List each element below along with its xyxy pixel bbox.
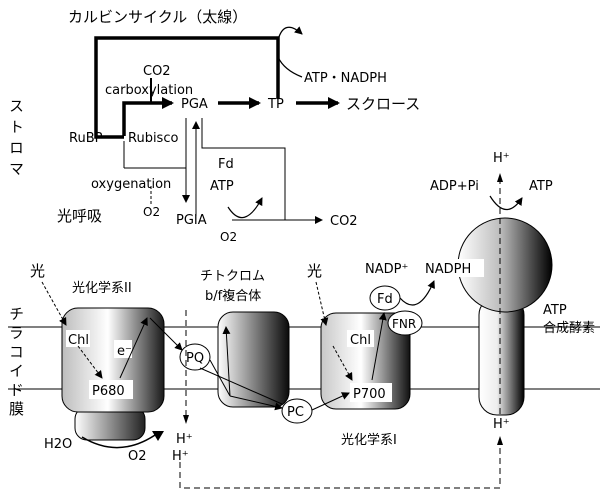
thylakoid-label: チラコイド膜 <box>7 306 25 420</box>
photorespiration-label: 光呼吸 <box>57 207 102 225</box>
atp-production-curve <box>490 196 522 210</box>
cytochrome-label-2: b/f複合体 <box>205 288 261 304</box>
tp-label: TP <box>267 97 284 112</box>
chl-right-label: Chl <box>350 333 371 348</box>
pgia-o2-label: O2 <box>220 230 237 244</box>
light-arrow-right <box>316 282 326 325</box>
atp-synthase-stalk <box>479 297 524 415</box>
h-plus-b-label: H⁺ <box>172 449 189 464</box>
e-minus-label: e⁻ <box>117 344 132 359</box>
h-plus-bottom-label: H⁺ <box>493 417 510 432</box>
atp-nadph-label: ATP・NADPH <box>304 71 387 86</box>
pgia-label: PGIA <box>176 213 207 228</box>
pq-label: PQ <box>186 351 204 366</box>
oxy-o2-label: O2 <box>143 205 160 219</box>
co2-right-label: CO2 <box>330 214 358 229</box>
atp-synthase-label-2: 合成酵素 <box>543 321 595 336</box>
p700-label: P700 <box>353 387 386 402</box>
calvin-atp-label: ATP <box>210 179 234 194</box>
carboxylation-label: carboxylation <box>105 83 193 98</box>
light-left-label: 光 <box>30 262 45 280</box>
pga-label: PGA <box>181 97 208 112</box>
adp-pi-label: ADP+Pi <box>430 179 479 194</box>
calvin-fd-label: Fd <box>218 157 234 172</box>
nadp-plus-label: NADP⁺ <box>365 262 408 277</box>
rubisco-label: Rubisco <box>128 131 178 146</box>
proton-return-arrowhead <box>497 436 503 445</box>
fd-label: Fd <box>377 292 393 307</box>
h-plus-top-label: H⁺ <box>493 151 510 166</box>
stroma-label: ストロマ <box>7 98 25 182</box>
co2-top-label: CO2 <box>143 64 171 79</box>
rubp-label: RuBP <box>69 131 103 146</box>
h2o-label: H2O <box>44 437 72 452</box>
ps2-label: 光化学系II <box>72 280 132 296</box>
oxygenation-label: oxygenation <box>91 177 171 192</box>
ps1-label: 光化学系I <box>341 432 397 448</box>
nadph-curve <box>400 281 434 305</box>
cytochrome-label-1: チトクロム <box>200 269 265 284</box>
p680-label: P680 <box>92 384 125 399</box>
atp-nadph-in-arrow <box>278 57 302 77</box>
sucrose-label: スクロース <box>346 95 420 113</box>
pga-return-line <box>202 118 285 220</box>
nadph-label: NADPH <box>425 262 471 277</box>
atp-nadph-out-arrow <box>278 27 302 40</box>
fnr-label: FNR <box>392 317 416 331</box>
proton-return-path <box>180 445 500 488</box>
chl-left-label: Chl <box>68 333 89 348</box>
fd-atp-curve <box>228 198 262 218</box>
calvin-title: カルビンサイクル（太線） <box>68 8 247 26</box>
h-plus-a-label: H⁺ <box>176 432 193 447</box>
atp-synthase-proton-arrowhead <box>497 173 503 182</box>
o2-label: O2 <box>128 449 147 464</box>
pc-label: PC <box>287 405 304 420</box>
atp-out-label: ATP <box>529 179 553 194</box>
light-arrow-left <box>42 282 66 325</box>
pq-proton-arrowhead <box>183 415 189 424</box>
light-right-label: 光 <box>307 262 322 280</box>
atp-synthase-label-1: ATP <box>543 303 567 318</box>
